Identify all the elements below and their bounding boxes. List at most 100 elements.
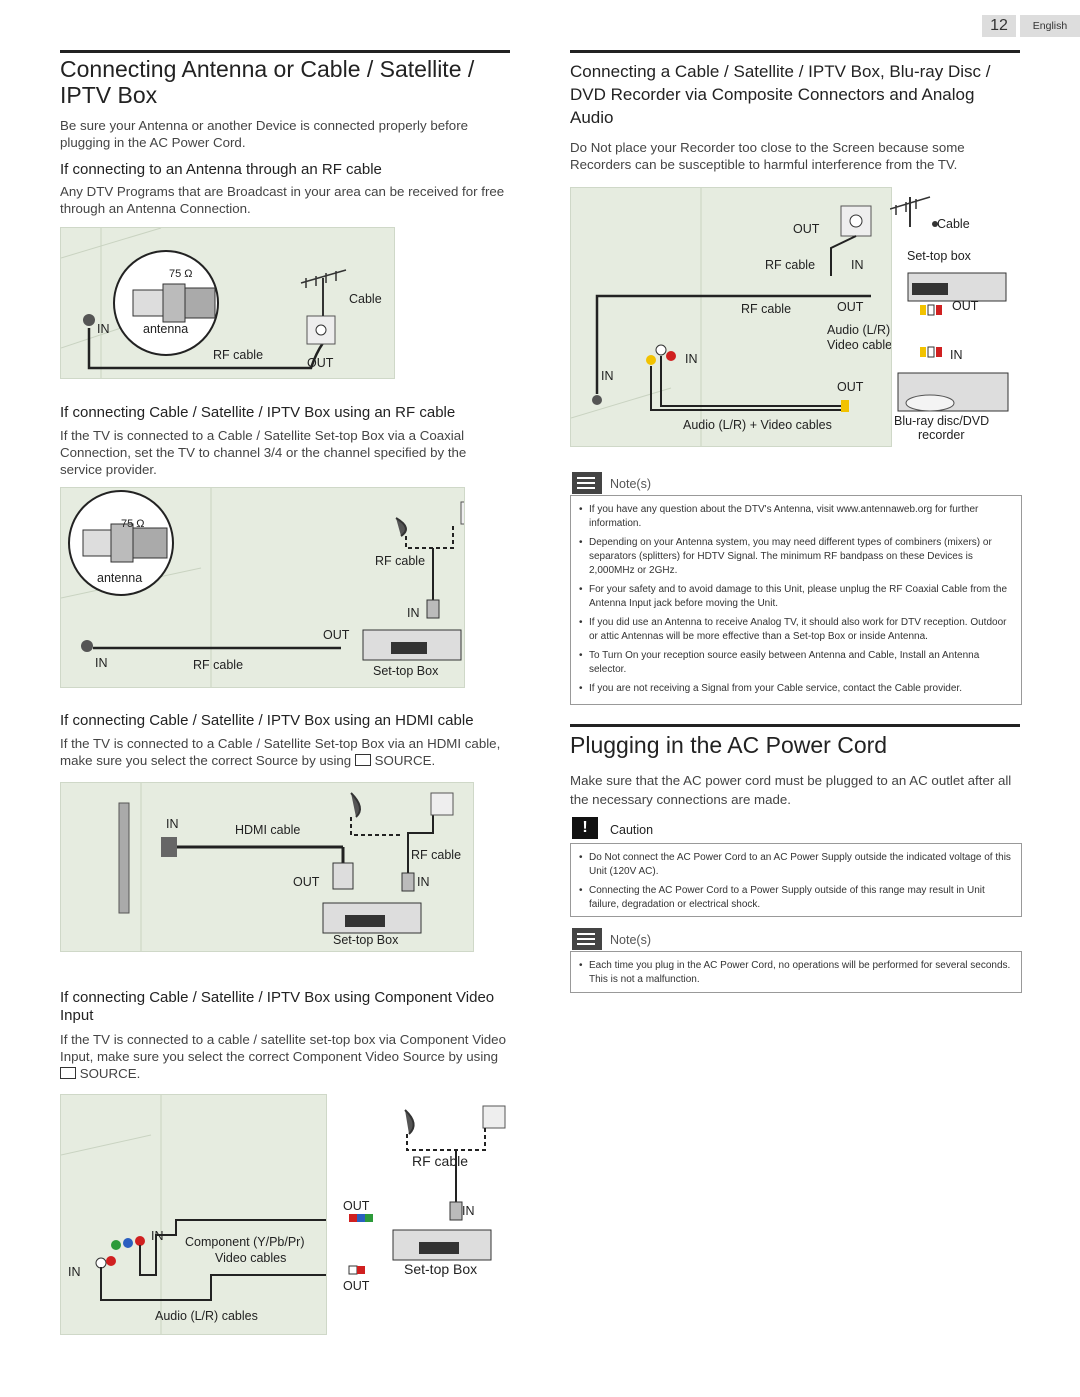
- cable-component-tv-illustration: [61, 1095, 326, 1334]
- intro-text: Be sure your Antenna or another Device i…: [60, 118, 469, 150]
- cable-hdmi-body-text: If the TV is connected to a Cable / Sate…: [60, 736, 501, 768]
- language-label: English: [1020, 15, 1080, 37]
- composite-title: Connecting a Cable / Satellite / IPTV Bo…: [570, 62, 991, 127]
- audio-video-bottom-label: Audio (L/R) + Video cables: [683, 418, 832, 432]
- in2-label: IN: [68, 1265, 81, 1279]
- power-rule: [570, 724, 1020, 727]
- source-label: SOURCE.: [374, 753, 436, 768]
- cable-label: Cable: [937, 217, 970, 231]
- antenna-rf-diagram: 75 Ω IN antenna RF cable Cable OUT: [60, 227, 395, 379]
- in-box-label: IN: [851, 258, 864, 272]
- caution-icon: !: [572, 817, 598, 839]
- page-title: Connecting Antenna or Cable / Satellite …: [60, 56, 475, 108]
- audio-cables-label: Audio (L/R) cables: [155, 1309, 258, 1323]
- notes-icon: [572, 472, 602, 494]
- notes-label: Note(s): [610, 933, 651, 947]
- antenna-label: antenna: [97, 571, 143, 585]
- audio-video-label: Audio (L/R) +: [827, 323, 891, 337]
- video-cables-label: Video cables: [827, 338, 892, 352]
- note-item: If you did use an Antenna to receive Ana…: [575, 616, 1013, 644]
- source-icon: [354, 754, 371, 767]
- antenna-rf-illustration: [61, 228, 347, 378]
- note-item: Depending on your Antenna system, you ma…: [575, 536, 1013, 578]
- antenna-rf-body: Any DTV Programs that are Broadcast in y…: [60, 184, 505, 216]
- cable-rf-body: If the TV is connected to a Cable / Sate…: [60, 428, 467, 477]
- component-label: Component (Y/Pb/Pr): [185, 1235, 305, 1249]
- rf-cable-label: RF cable: [213, 348, 264, 362]
- notes-label: Note(s): [610, 477, 651, 491]
- in2-label: IN: [417, 875, 430, 889]
- note-item: For your safety and to avoid damage to t…: [575, 583, 1013, 611]
- source-icon: [60, 1067, 76, 1080]
- out-rca-label: OUT: [952, 299, 979, 313]
- out-label: OUT: [323, 628, 350, 642]
- composite-diagram: OUT RF cable IN RF cable OUT Audio (L/R)…: [570, 187, 892, 447]
- cable-component-diagram: IN Component (Y/Pb/Pr) Video cables IN A…: [60, 1094, 327, 1335]
- out-label: OUT: [293, 875, 320, 889]
- note-item: If you are not receiving a Signal from y…: [575, 682, 1013, 696]
- note-item: If you have any question about the DTV's…: [575, 503, 1013, 531]
- composite-devices-illustration: [890, 196, 1009, 412]
- in-top-label: IN: [407, 606, 420, 620]
- settop-label: Set-top box: [907, 249, 971, 263]
- cable-component-body-text: If the TV is connected to a cable / sate…: [60, 1032, 506, 1064]
- notes-box: If you have any question about the DTV's…: [570, 495, 1022, 705]
- title-rule: [60, 50, 510, 53]
- out-box-label: OUT: [837, 300, 864, 314]
- caution-box: Do Not connect the AC Power Cord to an A…: [570, 843, 1022, 917]
- in-label: IN: [166, 817, 179, 831]
- antenna-label: antenna: [143, 322, 189, 336]
- in-label: IN: [97, 322, 110, 336]
- cable-label: Cable: [349, 292, 382, 306]
- rf-cable-top-label: RF cable: [375, 554, 426, 568]
- in-left-label: IN: [601, 369, 614, 383]
- notes-box: Each time you plug in the AC Power Cord,…: [570, 951, 1022, 993]
- source-label: SOURCE.: [79, 1066, 141, 1081]
- cable-component-box-illustration: [348, 1105, 506, 1275]
- rf-cable-label: RF cable: [412, 1153, 469, 1169]
- in-label: IN: [95, 656, 108, 670]
- caution-item: Do Not connect the AC Power Cord to an A…: [575, 851, 1013, 879]
- caution-item: Connecting the AC Power Cord to a Power …: [575, 884, 1013, 912]
- ohm-label: 75 Ω: [169, 268, 193, 280]
- cable-component-heading: If connecting Cable / Satellite / IPTV B…: [60, 989, 495, 1024]
- settop-label: Set-top Box: [373, 664, 439, 678]
- ohm-label: 75 Ω: [121, 518, 145, 530]
- composite-rule: [570, 50, 1020, 53]
- out-wall-label: OUT: [793, 222, 820, 236]
- cable-hdmi-heading: If connecting Cable / Satellite / IPTV B…: [60, 712, 474, 729]
- caution-label: Caution: [610, 823, 654, 837]
- in-top-label: IN: [462, 1204, 475, 1218]
- cable-hdmi-illustration: [118, 783, 454, 951]
- cable-rf-diagram: 75 Ω antenna RF cable IN OUT IN RF cable…: [60, 487, 465, 688]
- cable-component-body: If the TV is connected to a cable / sate…: [60, 1031, 510, 1082]
- rf-cable2-label: RF cable: [741, 302, 792, 316]
- in-tv-label: IN: [685, 352, 698, 366]
- recorder-label-2: recorder: [918, 428, 965, 442]
- power-title: Plugging in the AC Power Cord: [570, 732, 888, 758]
- video-cables-label: Video cables: [215, 1251, 287, 1265]
- note-item: To Turn On your reception source easily …: [575, 649, 1013, 677]
- note-item: Each time you plug in the AC Power Cord,…: [575, 959, 1013, 987]
- in-rec-label: IN: [950, 348, 963, 362]
- out-bottom-label: OUT: [343, 1279, 370, 1293]
- composite-tv-illustration: [571, 188, 872, 446]
- rf-cable-label: RF cable: [193, 658, 244, 672]
- antenna-rf-heading: If connecting to an Antenna through an R…: [60, 161, 382, 178]
- page-number: 12: [982, 15, 1016, 37]
- cable-hdmi-body: If the TV is connected to a Cable / Sate…: [60, 735, 510, 769]
- hdmi-cable-label: HDMI cable: [235, 823, 301, 837]
- cable-hdmi-diagram: IN HDMI cable RF cable OUT IN Set-top Bo…: [60, 782, 474, 952]
- out-rec-label: OUT: [837, 380, 864, 394]
- power-body: Make sure that the AC power cord must be…: [570, 773, 1012, 807]
- notes-icon: [572, 928, 602, 950]
- settop-label: Set-top Box: [404, 1261, 478, 1277]
- recorder-label-1: Blu-ray disc/DVD: [894, 414, 990, 428]
- out-top-label: OUT: [343, 1199, 370, 1213]
- rf-cable1-label: RF cable: [765, 258, 816, 272]
- in1-label: IN: [151, 1229, 164, 1243]
- cable-rf-heading: If connecting Cable / Satellite / IPTV B…: [60, 404, 456, 421]
- out-label: OUT: [307, 356, 334, 370]
- composite-body: Do Not place your Recorder too close to …: [570, 140, 965, 172]
- rf-cable-label: RF cable: [411, 848, 462, 862]
